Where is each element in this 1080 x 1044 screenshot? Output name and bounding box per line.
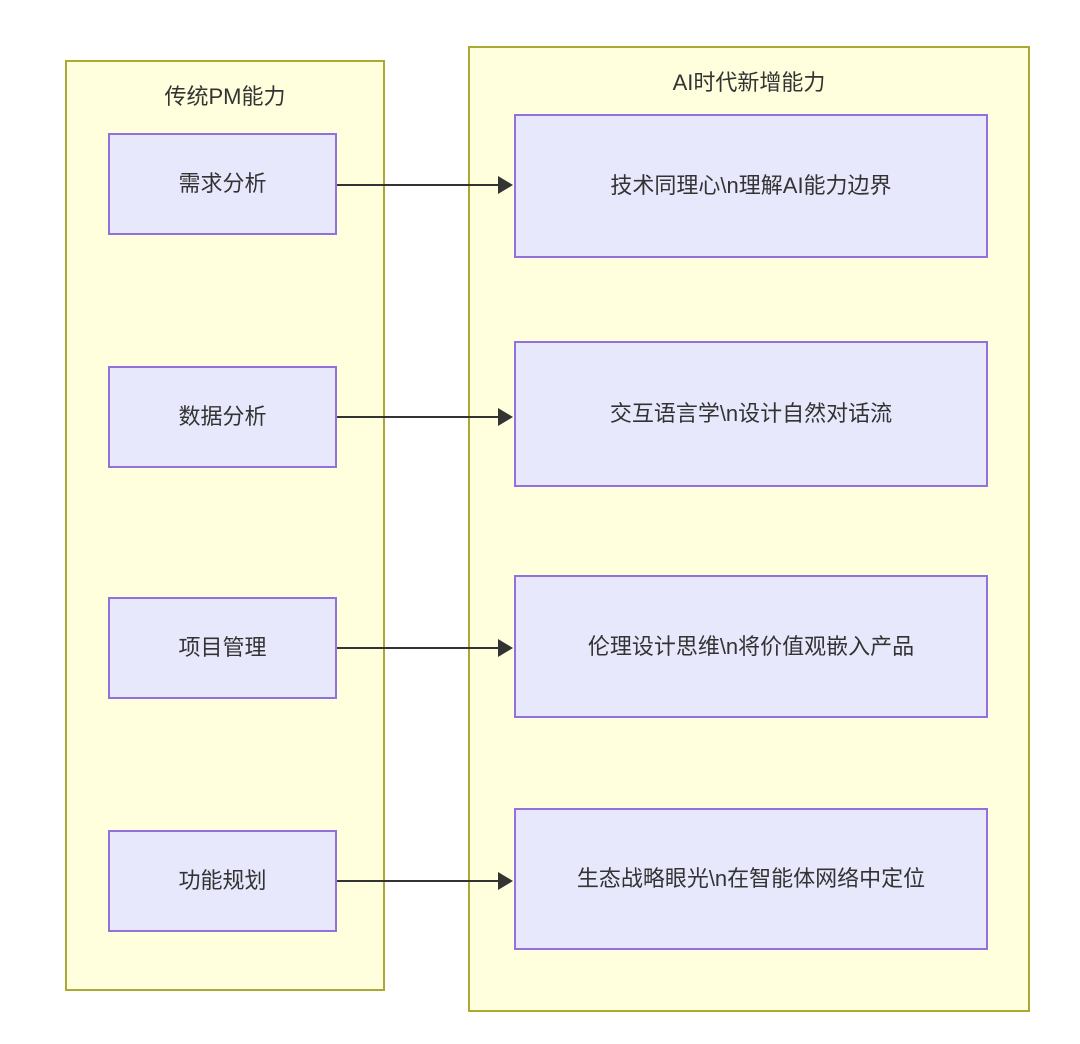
node-ecosystem-strategy-vision[interactable]: 生态战略眼光\n在智能体网络中定位 (514, 808, 988, 950)
node-project-management[interactable]: 项目管理 (108, 597, 337, 699)
node-ethical-design-thinking[interactable]: 伦理设计思维\n将价值观嵌入产品 (514, 575, 988, 718)
subgraph-traditional-title: 传统PM能力 (164, 84, 286, 109)
edge-requirement-to-empathy-line (337, 184, 500, 186)
node-technical-empathy[interactable]: 技术同理心\n理解AI能力边界 (514, 114, 988, 258)
edge-feature-to-ecosystem-line (337, 880, 500, 882)
node-ethical-design-thinking-label: 伦理设计思维\n将价值观嵌入产品 (587, 633, 915, 659)
node-feature-planning[interactable]: 功能规划 (108, 830, 337, 932)
node-data-analysis-label: 数据分析 (178, 404, 267, 429)
subgraph-ai-title: AI时代新增能力 (672, 70, 826, 95)
node-feature-planning-label: 功能规划 (178, 868, 267, 893)
edge-project-to-ethics-line (337, 647, 500, 649)
node-ecosystem-strategy-vision-label: 生态战略眼光\n在智能体网络中定位 (576, 866, 926, 891)
node-data-analysis[interactable]: 数据分析 (108, 366, 337, 468)
node-requirement-analysis[interactable]: 需求分析 (108, 133, 337, 235)
edge-data-to-linguistics-line (337, 416, 500, 418)
edge-requirement-to-empathy-arrowhead-icon (498, 176, 513, 194)
node-technical-empathy-label: 技术同理心\n理解AI能力边界 (610, 173, 892, 198)
edge-feature-to-ecosystem-arrowhead-icon (498, 872, 513, 890)
node-interaction-linguistics[interactable]: 交互语言学\n设计自然对话流 (514, 341, 988, 487)
edge-project-to-ethics-arrowhead-icon (498, 639, 513, 657)
node-interaction-linguistics-label: 交互语言学\n设计自然对话流 (609, 401, 893, 426)
node-requirement-analysis-label: 需求分析 (178, 171, 267, 196)
edge-data-to-linguistics-arrowhead-icon (498, 408, 513, 426)
node-project-management-label: 项目管理 (178, 635, 267, 660)
